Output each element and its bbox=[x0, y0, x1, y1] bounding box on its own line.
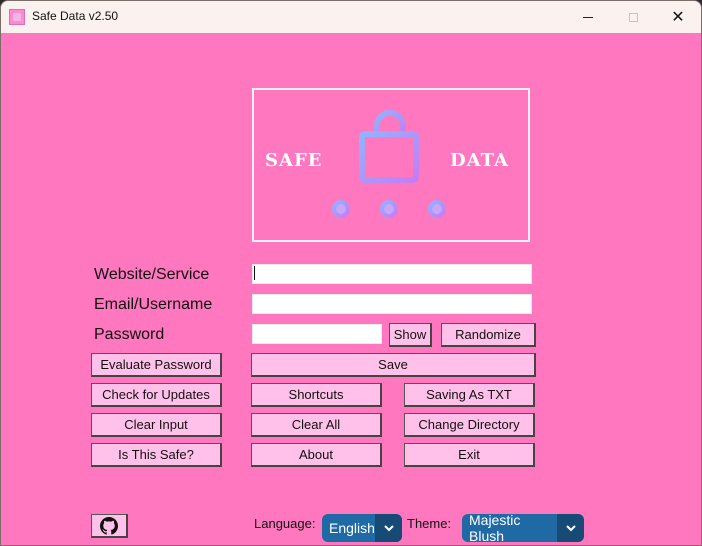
theme-value: Majestic Blush bbox=[469, 514, 521, 542]
about-button[interactable]: About bbox=[251, 443, 382, 467]
theme-label: Theme: bbox=[407, 516, 452, 531]
is-this-safe-button[interactable]: Is This Safe? bbox=[91, 443, 222, 467]
lock-network-icon bbox=[332, 110, 446, 218]
close-button[interactable]: ✕ bbox=[655, 1, 701, 33]
saving-as-txt-button[interactable]: Saving As TXT bbox=[404, 383, 535, 407]
evaluate-password-button[interactable]: Evaluate Password bbox=[91, 353, 222, 377]
password-label: Password bbox=[94, 326, 165, 343]
language-label: Language: bbox=[254, 516, 316, 531]
email-input[interactable] bbox=[252, 294, 532, 314]
change-directory-button[interactable]: Change Directory bbox=[404, 413, 535, 437]
minimize-button[interactable] bbox=[565, 1, 611, 33]
close-icon: ✕ bbox=[671, 7, 685, 26]
minimize-icon bbox=[583, 16, 593, 18]
github-icon bbox=[100, 516, 118, 535]
exit-button[interactable]: Exit bbox=[404, 443, 535, 467]
clear-all-button[interactable]: Clear All bbox=[251, 413, 382, 437]
logo-text-data: DATA bbox=[450, 150, 509, 171]
app-icon bbox=[9, 9, 25, 25]
github-button[interactable] bbox=[91, 514, 128, 538]
website-input[interactable] bbox=[252, 264, 532, 284]
chevron-down-icon[interactable] bbox=[557, 514, 584, 542]
maximize-icon bbox=[628, 12, 638, 22]
shortcuts-button[interactable]: Shortcuts bbox=[251, 383, 382, 407]
language-dropdown[interactable]: English bbox=[322, 514, 402, 542]
email-label: Email/Username bbox=[94, 296, 213, 313]
maximize-button[interactable] bbox=[610, 1, 656, 33]
password-input[interactable] bbox=[252, 324, 382, 344]
text-caret bbox=[254, 266, 255, 280]
logo-text-safe: SAFE bbox=[265, 150, 323, 171]
title-bar[interactable]: Safe Data v2.50 ✕ bbox=[1, 1, 701, 33]
chevron-down-icon[interactable] bbox=[375, 514, 402, 542]
randomize-button[interactable]: Randomize bbox=[441, 323, 536, 347]
check-updates-button[interactable]: Check for Updates bbox=[91, 383, 222, 407]
logo-banner: SAFE DATA bbox=[252, 88, 530, 242]
window-title: Safe Data v2.50 bbox=[32, 9, 119, 23]
clear-input-button[interactable]: Clear Input bbox=[91, 413, 222, 437]
website-label: Website/Service bbox=[94, 266, 210, 283]
save-button[interactable]: Save bbox=[251, 353, 536, 377]
show-password-button[interactable]: Show bbox=[389, 323, 432, 347]
language-value: English bbox=[329, 520, 375, 536]
theme-dropdown[interactable]: Majestic Blush bbox=[462, 514, 584, 542]
